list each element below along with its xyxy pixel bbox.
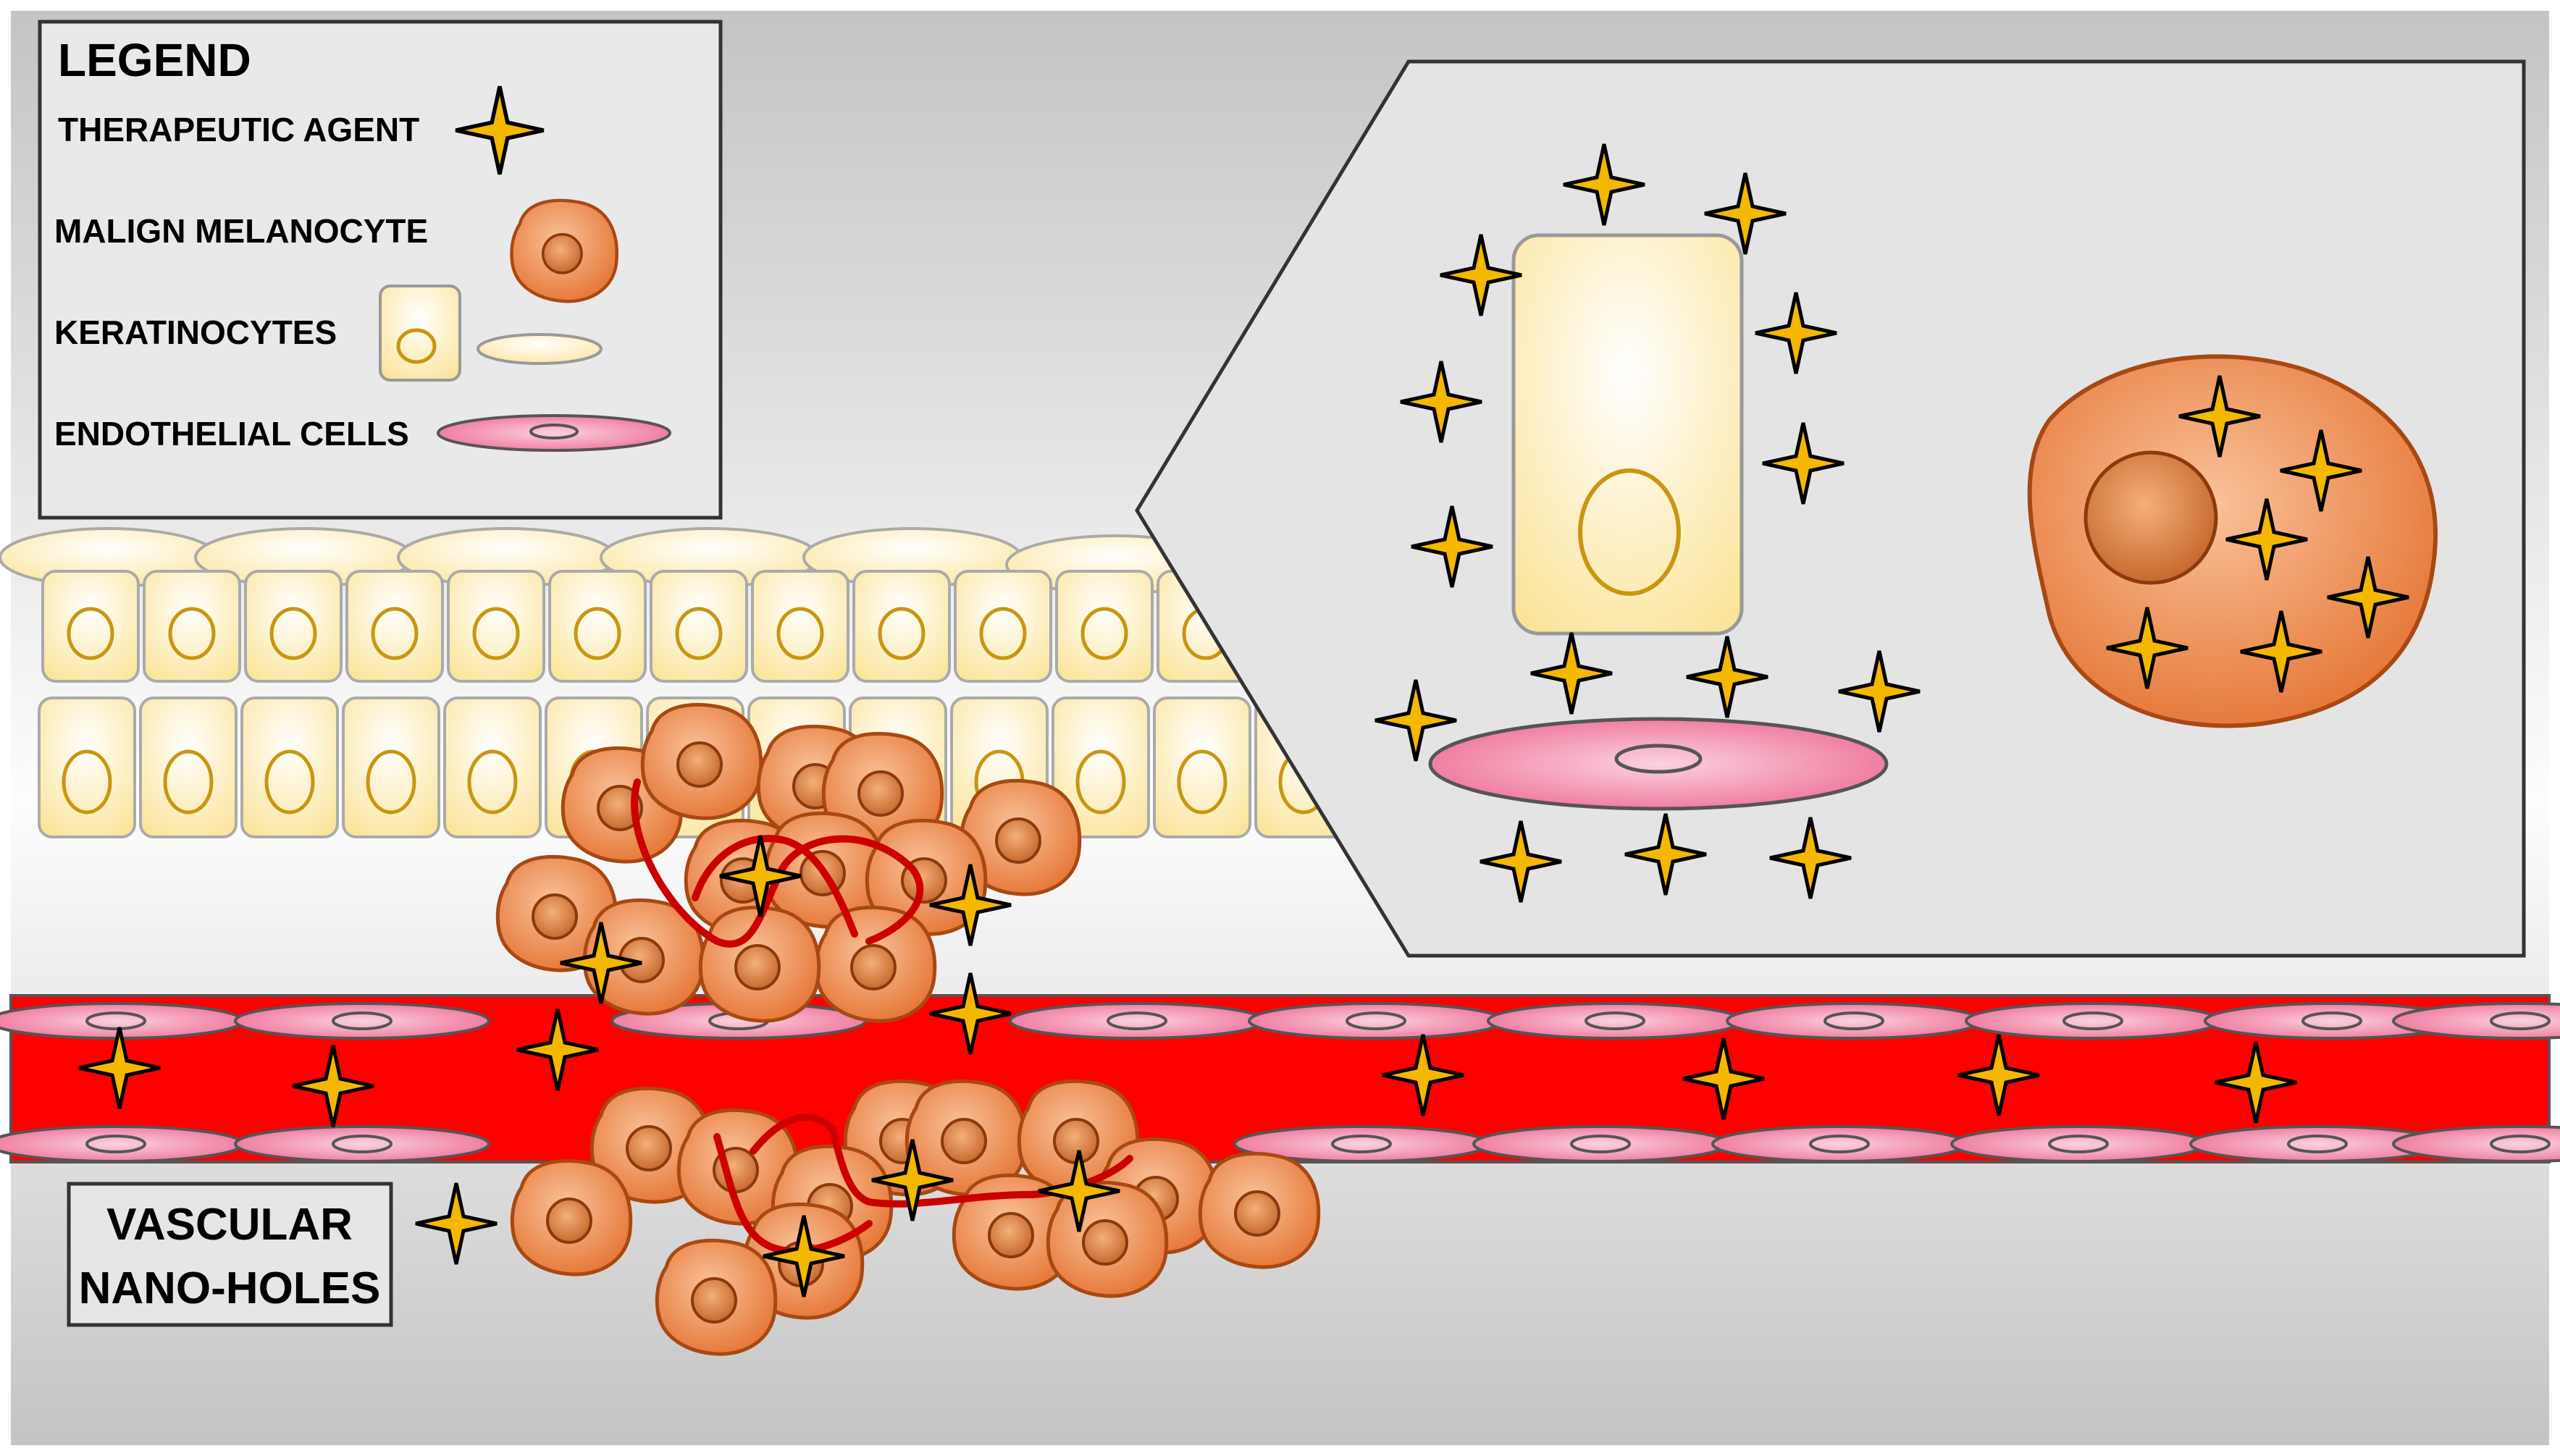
- vascular-label-line2: NANO-HOLES: [79, 1263, 381, 1313]
- legend-label-melanocyte: MALIGN MELANOCYTE: [54, 212, 428, 250]
- inset-endothelial-cell: [1428, 717, 1889, 811]
- melanocyte-icon: [511, 201, 616, 301]
- legend-label-keratinocytes: KERATINOCYTES: [54, 313, 337, 351]
- legend-title: LEGEND: [58, 34, 251, 86]
- legend-box: LEGEND THERAPEUTIC AGENT MALIGN MELANOCY…: [38, 20, 723, 520]
- inset-keratinocyte: [1511, 233, 1744, 636]
- melanoma-cluster-upper: [498, 704, 1079, 1021]
- keratinocyte-icon: [379, 285, 603, 382]
- vascular-nano-holes-label: VASCULAR NANO-HOLES: [67, 1182, 393, 1327]
- zoom-inset-panel: [1135, 59, 2526, 958]
- blood-vessel: [0, 973, 2560, 1163]
- endothelial-cell-icon: [437, 414, 671, 452]
- legend-label-therapeutic-agent: THERAPEUTIC AGENT: [58, 111, 419, 148]
- endothelial-row-top: [0, 1002, 2560, 1040]
- keratinocyte-layer: [0, 527, 1351, 837]
- legend-label-endothelial: ENDOTHELIAL CELLS: [54, 415, 409, 453]
- vascular-label-line1: VASCULAR: [106, 1200, 353, 1250]
- melanoma-cluster-lower: [416, 1081, 1319, 1354]
